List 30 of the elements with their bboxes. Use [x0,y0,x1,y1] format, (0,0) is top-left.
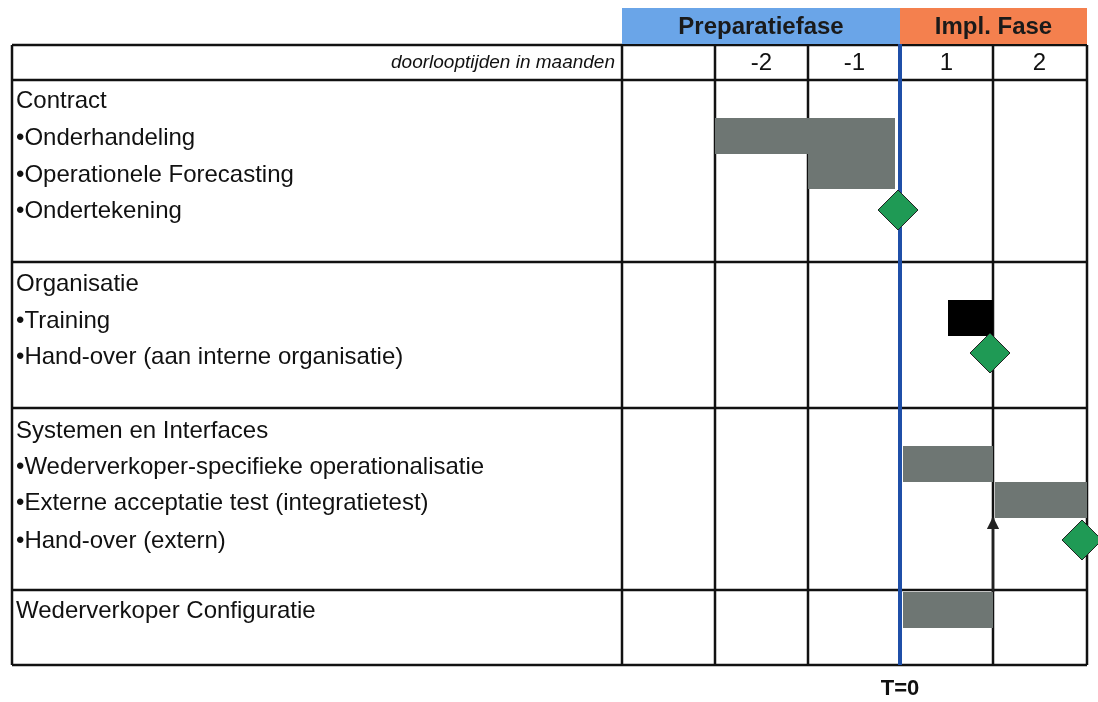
gantt-bar [903,446,993,482]
time-marker-label: T=0 [879,674,921,702]
task-label: •Operationele Forecasting [16,160,295,188]
phase-header: Preparatiefase [622,8,900,44]
month-number: 2 [1031,48,1048,76]
task-label: •Wederverkoper-specifieke operationalisatie [16,452,486,480]
task-label: •Onderhandeling [16,123,197,151]
milestone-diamond [969,332,1011,374]
month-number: -2 [749,48,774,76]
gantt-bar [995,482,1087,518]
gantt-bar [808,118,895,189]
phase-header: Impl. Fase [900,8,1087,44]
month-number: 1 [938,48,955,76]
section-heading: Systemen en Interfaces [16,416,270,444]
section-heading: Organisatie [16,269,140,297]
month-number: -1 [842,48,867,76]
task-label: •Hand-over (aan interne organisatie) [16,342,405,370]
gantt-bar [715,118,808,154]
arrow [986,516,1000,592]
task-label: •Externe acceptatie test (integratietest) [16,488,430,516]
gantt-bar [903,592,993,628]
section-heading: Contract [16,86,108,114]
task-label: •Training [16,306,112,334]
milestone-diamond [877,189,919,231]
task-label: •Ondertekening [16,196,183,224]
milestone-diamond [1061,519,1098,561]
gantt-bar [948,300,993,336]
section-heading: Wederverkoper Configuratie [16,596,317,624]
column-header: doorlooptijden in maanden [390,50,615,74]
task-label: •Hand-over (extern) [16,526,227,554]
